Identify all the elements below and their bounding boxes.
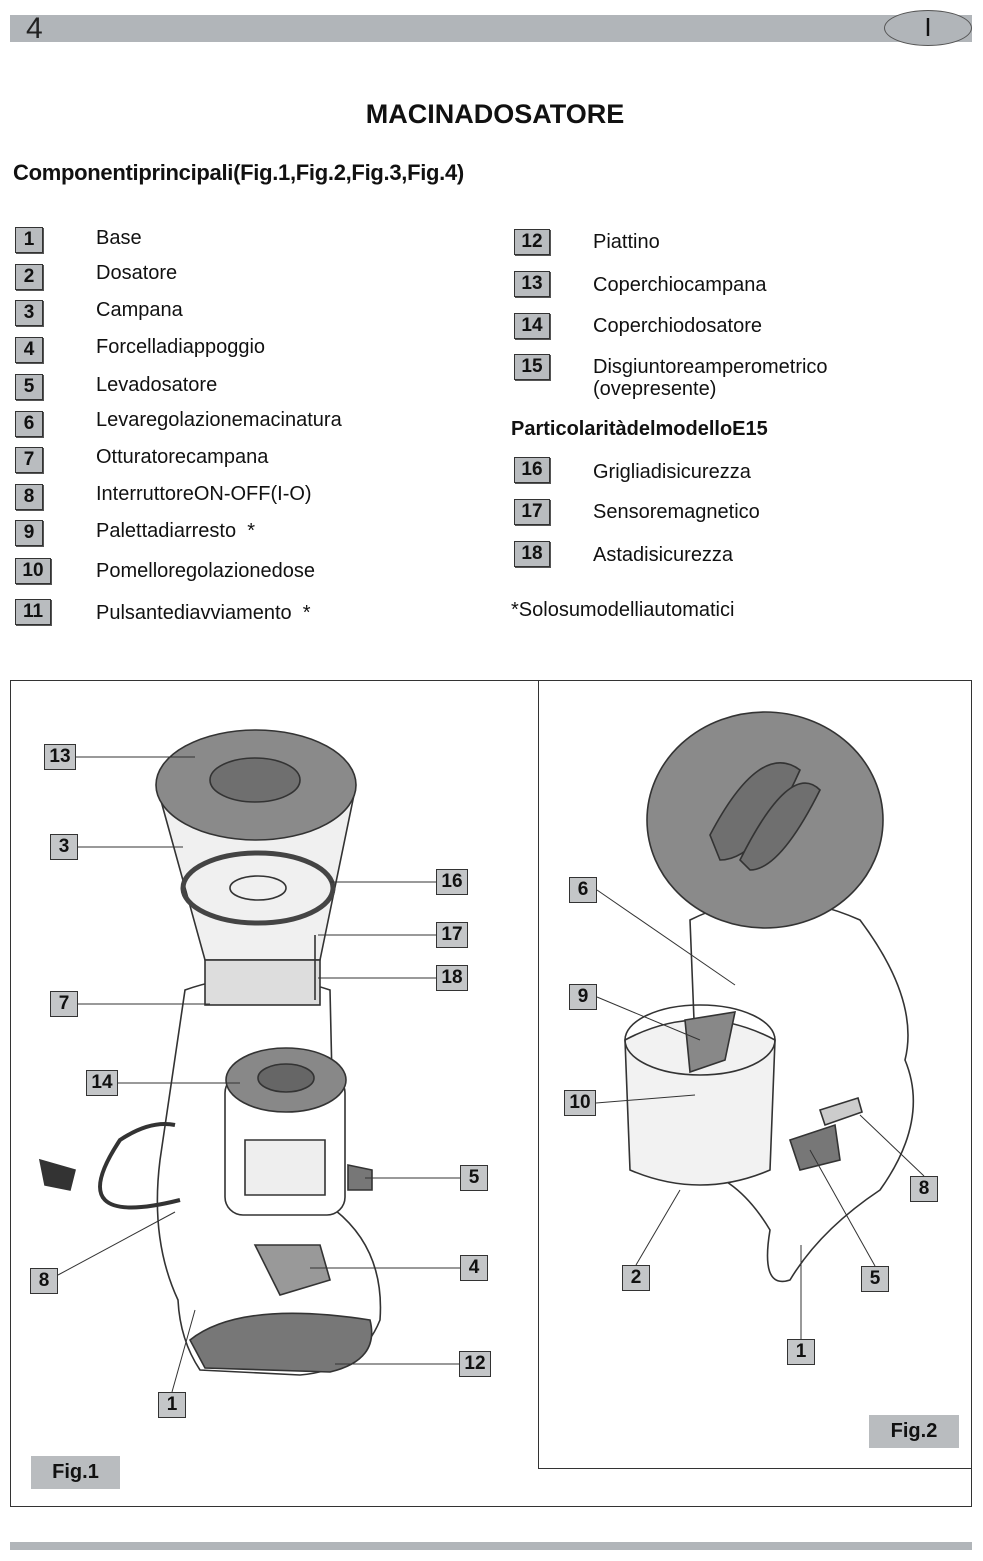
item-label: InterruttoreON-OFF(I-O)	[96, 483, 312, 505]
header-bar	[10, 15, 972, 42]
callout-4: 4	[460, 1255, 488, 1281]
callout-13: 13	[44, 744, 76, 770]
item-number: 4	[15, 337, 43, 363]
callout-5: 5	[861, 1266, 889, 1292]
item-number: 13	[514, 271, 550, 297]
item-label: Coperchiocampana	[593, 274, 767, 296]
callout-1: 1	[787, 1339, 815, 1365]
item-label: Piattino	[593, 231, 660, 253]
callout-8: 8	[30, 1268, 58, 1294]
item-label: Coperchiodosatore	[593, 315, 762, 337]
section-subtitle: Componentiprincipali(Fig.1,Fig.2,Fig.3,F…	[13, 160, 464, 185]
item-label-cont: (ovepresente)	[593, 378, 717, 400]
figure-2-frame	[538, 680, 972, 1469]
callout-leader-lines	[57, 756, 925, 1393]
item-number: 1	[15, 227, 43, 253]
callout-14: 14	[86, 1070, 118, 1096]
callout-7: 7	[50, 991, 78, 1017]
item-label: Campana	[96, 299, 183, 321]
item-label: Astadisicurezza	[593, 544, 734, 566]
fig1-grinder-drawing	[38, 729, 382, 1376]
item-number: 3	[15, 300, 43, 326]
callout-3: 3	[50, 834, 78, 860]
item-label: Base	[96, 227, 142, 249]
fig2-grinder-drawing	[624, 711, 915, 1283]
callout-2: 2	[622, 1265, 650, 1291]
item-number: 8	[15, 484, 43, 510]
footer-bar	[10, 1542, 972, 1550]
callout-9: 9	[569, 984, 597, 1010]
fig1-label: Fig.1	[31, 1456, 120, 1489]
footnote: *Solosumodelliautomatici	[511, 599, 735, 621]
item-label: Grigliadisicurezza	[593, 461, 751, 483]
item-number: 2	[15, 264, 43, 290]
item-label: Pomelloregolazionedose	[96, 560, 316, 582]
page-title: MACINADOSATORE	[365, 99, 625, 129]
callout-1: 1	[158, 1392, 186, 1418]
callout-10: 10	[564, 1090, 596, 1116]
item-number: 6	[15, 411, 43, 437]
item-number: 11	[15, 599, 51, 625]
item-number: 18	[514, 541, 550, 567]
fig2-label: Fig.2	[869, 1415, 959, 1448]
callout-6: 6	[569, 877, 597, 903]
item-label: Disgiuntoreamperometrico	[593, 356, 828, 378]
item-label: Sensoremagnetico	[593, 501, 760, 523]
item-number: 16	[514, 457, 550, 483]
callout-17: 17	[436, 922, 468, 948]
item-number: 9	[15, 520, 43, 546]
item-number: 5	[15, 374, 43, 400]
item-label: Levaregolazionemacinatura	[96, 409, 342, 431]
item-label: Dosatore	[96, 262, 178, 284]
figure-frame	[10, 680, 972, 1507]
page-number: 4	[26, 12, 43, 45]
callout-8: 8	[910, 1176, 938, 1202]
item-number: 10	[15, 558, 51, 584]
item-number: 15	[514, 354, 550, 380]
item-label: Pulsantediavviamento *	[96, 602, 311, 624]
item-number: 17	[514, 499, 550, 525]
item-label: Otturatorecampana	[96, 446, 269, 468]
callout-12: 12	[459, 1351, 491, 1377]
item-number: 12	[514, 229, 550, 255]
item-number: 14	[514, 313, 550, 339]
item-label: Levadosatore	[96, 374, 218, 396]
callout-5: 5	[460, 1165, 488, 1191]
item-label: Palettadiarresto *	[96, 520, 255, 542]
item-label: Forcelladiappoggio	[96, 336, 266, 358]
e15-heading: ParticolaritàdelmodelloE15	[511, 418, 768, 440]
callout-18: 18	[436, 965, 468, 991]
callout-16: 16	[436, 869, 468, 895]
item-number: 7	[15, 447, 43, 473]
language-badge: I	[884, 10, 972, 46]
